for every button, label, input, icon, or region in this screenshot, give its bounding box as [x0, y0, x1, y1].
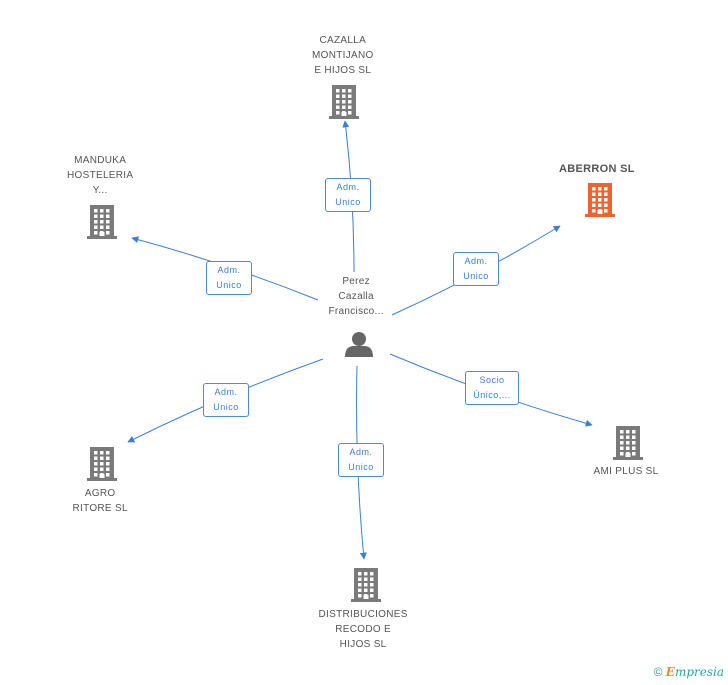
node-icons	[87, 85, 643, 602]
building-icon[interactable]	[613, 426, 643, 460]
brand-rest: mpresia	[674, 665, 724, 679]
edge-label-distribuciones[interactable]: Adm. Unico	[338, 443, 384, 477]
edge-label-line: Unico	[335, 197, 361, 207]
edge-label-line: Adm.	[336, 182, 360, 192]
edge-label-line: Socio	[479, 375, 505, 385]
brand-initial: E	[665, 665, 675, 679]
company-label-distribuciones-line: DISTRIBUCIONES	[318, 609, 408, 620]
company-label-cazalla-line: CAZALLA	[319, 35, 367, 46]
building-icon[interactable]	[585, 183, 615, 217]
company-label-aberron-line: ABERRON SL	[559, 163, 635, 175]
edge-label-line: Adm.	[349, 447, 373, 457]
edge-label-aberron[interactable]: Adm. Unico	[453, 252, 499, 286]
edge-label-line: Adm.	[464, 256, 488, 266]
company-label-distribuciones-line: HIJOS SL	[339, 639, 387, 650]
edge-label-manduka[interactable]: Adm. Unico	[206, 261, 252, 295]
company-label-manduka[interactable]: MANDUKA HOSTELERIA Y...	[67, 153, 133, 198]
center-person-label-line: Perez	[342, 276, 370, 287]
edge-label-agro[interactable]: Adm. Unico	[203, 383, 249, 417]
edge-label-line: Adm.	[217, 265, 241, 275]
building-icon[interactable]	[87, 205, 117, 239]
copyright-symbol: ©	[653, 665, 663, 679]
company-label-agro[interactable]: AGRO RITORE SL	[73, 486, 128, 516]
company-label-amiplus[interactable]: AMI PLUS SL	[594, 464, 659, 479]
person-icon[interactable]	[345, 332, 373, 357]
company-label-manduka-line: HOSTELERIA	[67, 170, 134, 181]
center-person-label-line: Francisco...	[328, 306, 384, 317]
company-label-manduka-line: Y...	[92, 185, 108, 196]
footer-brand: © Empresia	[654, 665, 724, 679]
edge-label-line: Unico	[348, 462, 374, 472]
edge-label-cazalla[interactable]: Adm. Unico	[325, 178, 371, 212]
company-label-distribuciones-line: RECODO E	[335, 624, 391, 635]
center-person-label-line: Cazalla	[338, 291, 374, 302]
company-label-manduka-line: MANDUKA	[74, 155, 127, 166]
edge-label-line: Único,...	[473, 390, 511, 400]
edge-label-line: Adm.	[214, 387, 238, 397]
building-icon[interactable]	[87, 447, 117, 481]
company-label-amiplus-line: AMI PLUS SL	[593, 466, 659, 477]
edge-label-line: Unico	[463, 271, 489, 281]
company-label-agro-line: AGRO	[84, 488, 116, 499]
company-label-cazalla-line: MONTIJANO	[312, 50, 374, 61]
company-label-aberron[interactable]: ABERRON SL	[559, 162, 635, 177]
company-label-cazalla[interactable]: CAZALLA MONTIJANO E HIJOS SL	[312, 33, 374, 78]
edge-label-line: Unico	[216, 280, 242, 290]
edge-label-line: Unico	[213, 402, 239, 412]
building-icon[interactable]	[329, 85, 359, 119]
building-icon[interactable]	[351, 568, 381, 602]
company-label-agro-line: RITORE SL	[72, 503, 128, 514]
company-label-cazalla-line: E HIJOS SL	[314, 65, 372, 76]
brand-logo[interactable]: Empresia	[666, 665, 724, 679]
company-label-distribuciones[interactable]: DISTRIBUCIONES RECODO E HIJOS SL	[319, 607, 408, 652]
